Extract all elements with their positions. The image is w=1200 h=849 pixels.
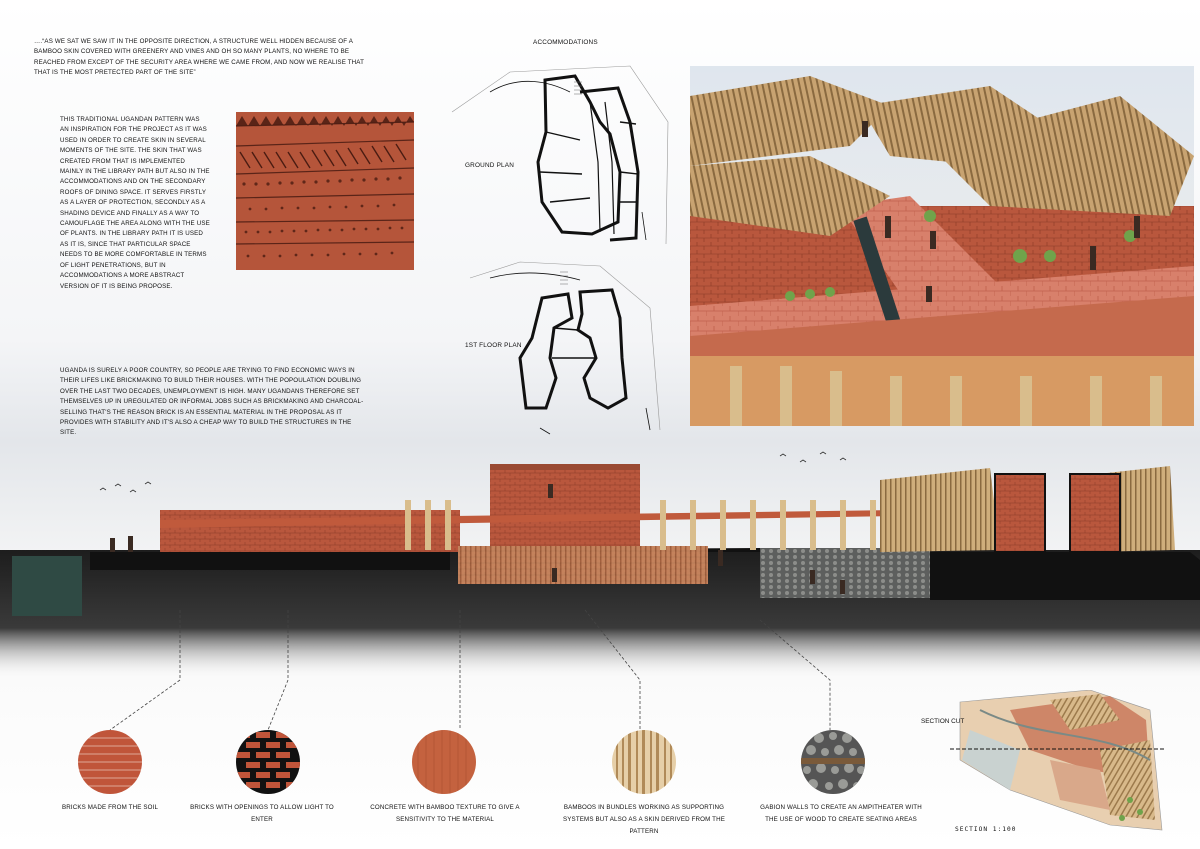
- traditional-pattern-image: [236, 112, 414, 270]
- accommodations-title: ACCOMMODATIONS: [533, 39, 598, 46]
- ground-plan-label: GROUND PLAN: [465, 162, 515, 169]
- material-label-bricks: BRICKS MADE FROM THE SOIL: [61, 804, 159, 811]
- concrete-texture-swatch: [412, 730, 476, 794]
- leader-lines: [109, 609, 831, 731]
- site-section-drawing: [0, 440, 1200, 680]
- brick-texture-swatch: [78, 730, 142, 794]
- ground-floor-plan: [451, 65, 669, 245]
- perspective-render: [690, 66, 1194, 426]
- pattern-paragraph: THIS TRADITIONAL UGANDAN PATTERN WAS AN …: [60, 116, 210, 290]
- uganda-paragraph: UGANDA IS SURELY A POOR COUNTRY, SO PEOP…: [60, 367, 364, 437]
- section-cut-label: SECTION CUT: [921, 718, 965, 725]
- material-label-gabion: GABION WALLS TO CREATE AN AMPITHEATER WI…: [760, 804, 922, 823]
- material-label-perforated-bricks: BRICKS WITH OPENINGS TO ALLOW LIGHT TO E…: [190, 804, 334, 823]
- gabion-texture-swatch: [801, 730, 865, 794]
- first-floor-plan-label: 1ST FLOOR PLAN: [465, 342, 522, 349]
- bamboo-texture-swatch: [612, 730, 676, 794]
- perforated-brick-swatch: [236, 730, 300, 794]
- material-label-bamboo: BAMBOOS IN BUNDLES WORKING AS SUPPORTING…: [563, 804, 725, 835]
- intro-quote: ….“AS WE SAT WE SAW IT IN THE OPPOSITE D…: [34, 38, 364, 77]
- section-scale-label: SECTION 1:100: [955, 826, 1017, 833]
- first-floor-plan: [469, 261, 661, 435]
- material-label-concrete: CONCRETE WITH BAMBOO TEXTURE TO GIVE A S…: [370, 804, 520, 823]
- site-plan: [950, 689, 1165, 835]
